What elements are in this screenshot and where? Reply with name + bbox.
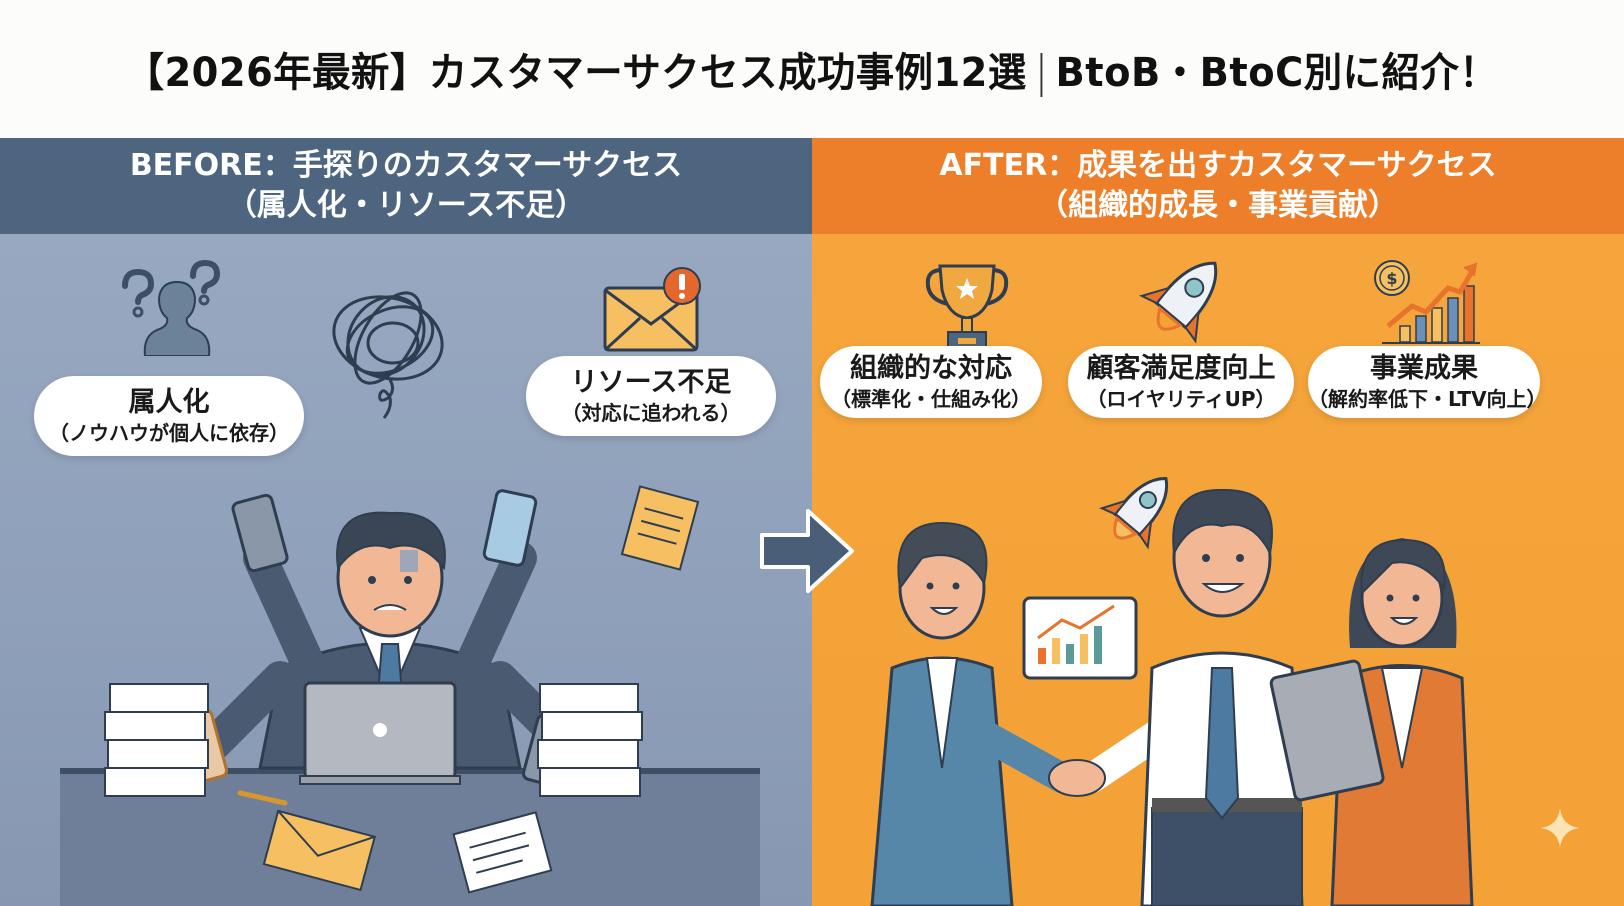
page-title: 【2026年最新】カスタマーサクセス成功事例12選 BtoB・BtoC別に紹介！ — [126, 40, 1499, 98]
before-panel: BEFORE：手探りのカスタマーサクセス （属人化・リソース不足） 属人化 （ノ… — [0, 138, 812, 906]
growth-chart-icon: $ — [1372, 258, 1482, 348]
pill-main: 顧客満足度向上 — [1086, 353, 1276, 384]
tangled-thoughts-icon — [318, 288, 468, 428]
trophy-icon — [922, 260, 1012, 352]
pill-sub: （解約率低下・LTV向上） — [1308, 387, 1547, 411]
pill-sub: （ノウハウが個人に依存） — [49, 421, 289, 445]
arrow-right-icon — [758, 505, 858, 597]
before-header: BEFORE：手探りのカスタマーサクセス （属人化・リソース不足） — [0, 138, 812, 234]
before-header-line2: （属人化・リソース不足） — [226, 188, 586, 223]
pill-zokujinka: 属人化 （ノウハウが個人に依存） — [34, 376, 304, 456]
after-header: AFTER：成果を出すカスタマーサクセス （組織的成長・事業貢献） — [812, 138, 1624, 234]
pill-sub: （標準化・仕組み化） — [831, 387, 1031, 411]
pill-main: 組織的な対応 — [850, 353, 1012, 384]
rocket-icon — [1137, 250, 1232, 350]
title-divider — [1040, 53, 1043, 97]
title-bar: 【2026年最新】カスタマーサクセス成功事例12選 BtoB・BtoC別に紹介！ — [0, 0, 1624, 138]
mail-alert-icon — [600, 266, 710, 356]
confused-person-icon — [95, 256, 225, 356]
svg-text:$: $ — [1386, 269, 1397, 288]
pill-customer-satisfaction: 顧客満足度向上 （ロイヤリティUP） — [1068, 346, 1294, 418]
team-handshake-illustration — [852, 468, 1582, 906]
after-panel: AFTER：成果を出すカスタマーサクセス （組織的成長・事業貢献） 組織的な対応… — [812, 138, 1624, 906]
after-header-line1: AFTER：成果を出すカスタマーサクセス — [939, 148, 1497, 183]
pill-main: リソース不足 — [570, 367, 732, 398]
pill-organizational: 組織的な対応 （標準化・仕組み化） — [820, 346, 1042, 418]
sparkle-icon — [1540, 808, 1580, 848]
pill-sub: （対応に追われる） — [561, 401, 741, 425]
overwhelmed-businessman-illustration — [60, 468, 760, 906]
pill-sub: （ロイヤリティUP） — [1086, 387, 1276, 411]
pill-main: 事業成果 — [1370, 353, 1478, 384]
title-main: 【2026年最新】カスタマーサクセス成功事例12選 — [125, 50, 1027, 96]
pill-business-results: 事業成果 （解約率低下・LTV向上） — [1308, 346, 1547, 418]
pill-resource-shortage: リソース不足 （対応に追われる） — [526, 356, 776, 436]
before-header-line1: BEFORE：手探りのカスタマーサクセス — [129, 148, 683, 183]
after-header-line2: （組織的成長・事業貢献） — [1038, 188, 1398, 223]
title-sub: BtoB・BtoC別に紹介！ — [1055, 50, 1499, 96]
pill-main: 属人化 — [128, 387, 210, 418]
